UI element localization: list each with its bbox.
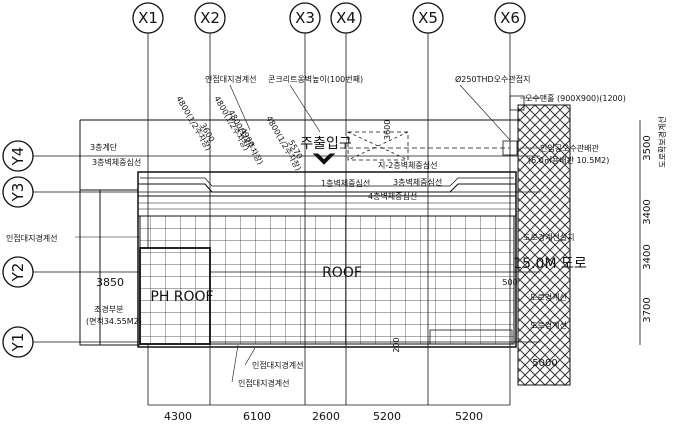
axis-bubble-x5: X5 <box>412 2 444 34</box>
road-label: 15.0M 도로 <box>513 256 587 272</box>
svg-text:인접대지경계선: 인접대지경계선 <box>6 233 58 243</box>
svg-text:X1: X1 <box>138 9 158 27</box>
dim-3600-b: 3600 <box>383 120 392 140</box>
svg-text:인접대지경계선: 인접대지경계선 <box>205 74 257 84</box>
svg-text:Y4: Y4 <box>9 147 27 167</box>
svg-text:X3: X3 <box>295 9 315 27</box>
svg-text:5200: 5200 <box>455 410 483 423</box>
axis-bubble-y1: Y1 <box>2 326 34 358</box>
entrance-marker: 주출입구 <box>300 136 352 165</box>
road-hatch <box>517 104 571 386</box>
axis-bubble-y3: Y3 <box>2 176 34 208</box>
axis-bubble-x3: X3 <box>289 2 321 34</box>
svg-text:(6.0㎡용배관 10.5M2): (6.0㎡용배관 10.5M2) <box>528 155 609 165</box>
svg-text:3층벽체중심선: 3층벽체중심선 <box>92 157 141 167</box>
svg-text:1층벽체중심선: 1층벽체중심선 <box>321 178 370 188</box>
dim-3850: 3850 <box>96 276 124 289</box>
axis-bubble-y4: Y4 <box>2 140 34 172</box>
svg-text:X2: X2 <box>200 9 220 27</box>
svg-text:X6: X6 <box>500 9 520 27</box>
svg-text:인접대지경계선: 인접대지경계선 <box>252 360 304 370</box>
svg-text:조경부분: 조경부분 <box>94 304 123 314</box>
svg-text:X5: X5 <box>418 9 438 27</box>
bottom-dimensions: 4300 6100 2600 5200 5200 <box>148 404 510 423</box>
annotations: 인접대지경계선 콘크리트옹벽높이(100번째) Ø250THD오수관접지 오수맨… <box>6 74 626 388</box>
svg-text:지-2층벽체중심선: 지-2층벽체중심선 <box>378 160 438 170</box>
axis-bubble-x1: X1 <box>132 2 164 34</box>
svg-text:6100: 6100 <box>243 410 271 423</box>
leader-lines <box>75 84 540 383</box>
svg-text:5200: 5200 <box>373 410 401 423</box>
axis-bubble-x6: X6 <box>494 2 526 34</box>
svg-text:콘크리트옹벽높이(100번째): 콘크리트옹벽높이(100번째) <box>268 74 363 84</box>
svg-text:도로경계선설치: 도로경계선설치 <box>523 232 575 242</box>
svg-text:3400: 3400 <box>642 244 653 269</box>
svg-text:오수맨홀 (900X900)(1200): 오수맨홀 (900X900)(1200) <box>525 93 626 103</box>
roof-label: ROOF <box>322 265 362 281</box>
sewer-pipe <box>340 95 525 161</box>
svg-text:주출입구: 주출입구 <box>300 136 352 152</box>
svg-text:도로확보경계선: 도로확보경계선 <box>657 116 667 168</box>
svg-text:4300: 4300 <box>164 410 192 423</box>
svg-text:Y1: Y1 <box>9 333 27 353</box>
right-dimensions: 3500 3400 3400 3700 도로확보경계선 <box>639 116 667 345</box>
svg-text:X4: X4 <box>336 9 356 27</box>
dim-500: 500 <box>502 278 517 287</box>
svg-text:Y2: Y2 <box>9 263 27 283</box>
building-footprint <box>137 171 517 348</box>
svg-text:Ø250THD오수관접지: Ø250THD오수관접지 <box>455 74 530 84</box>
svg-text:도로경계선: 도로경계선 <box>530 320 567 330</box>
svg-text:3400: 3400 <box>642 199 653 224</box>
svg-text:3700: 3700 <box>642 297 653 322</box>
axis-bubble-x2: X2 <box>194 2 226 34</box>
svg-text:3500: 3500 <box>642 135 653 160</box>
svg-text:3층벽체중심선: 3층벽체중심선 <box>393 177 442 187</box>
svg-text:2600: 2600 <box>312 410 340 423</box>
site-boundary <box>79 119 520 346</box>
svg-text:4층벽체중심선: 4층벽체중심선 <box>368 191 417 201</box>
parking-label-3: 4800(1/2주차장) <box>226 108 265 166</box>
dim-5000: 5000 <box>532 358 557 369</box>
svg-text:3층계단: 3층계단 <box>90 142 118 152</box>
dim-200: 200 <box>392 337 401 352</box>
y-axis-bubbles: Y4 Y3 Y2 Y1 <box>2 140 34 358</box>
svg-text:도로경계선: 도로경계선 <box>530 292 567 302</box>
svg-text:Y3: Y3 <box>9 183 27 203</box>
ph-roof-label: PH ROOF <box>150 289 213 305</box>
svg-text:인접대지경계선: 인접대지경계선 <box>238 378 290 388</box>
axis-bubble-x4: X4 <box>330 2 362 34</box>
x-axis-bubbles: X1 X2 X3 X4 X5 X6 <box>132 2 526 34</box>
svg-text:(면적34.55M2): (면적34.55M2) <box>86 316 142 326</box>
axis-bubble-y2: Y2 <box>2 256 34 288</box>
svg-text:인입공오수관배관: 인입공오수관배관 <box>540 143 600 153</box>
